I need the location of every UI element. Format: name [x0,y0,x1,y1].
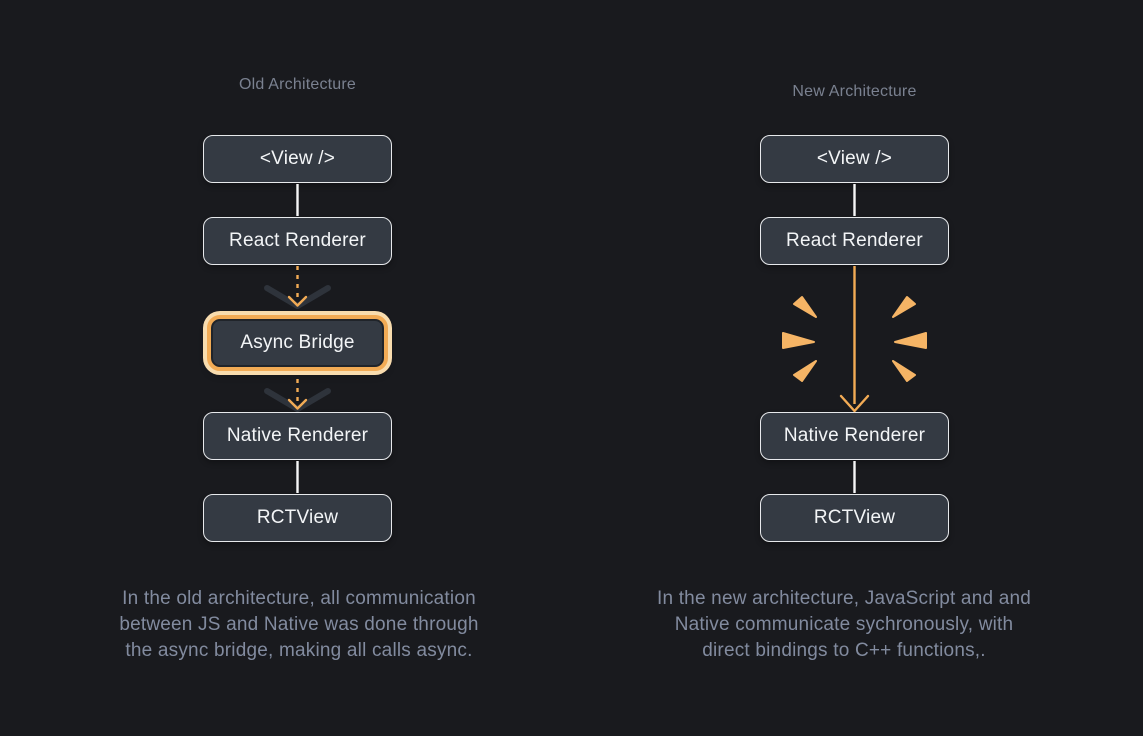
new-node-native-renderer-label: Native Renderer [783,425,926,446]
old-node-native-renderer: Native Renderer [203,412,392,460]
spark-burst-left-icon [782,296,817,382]
arrowhead-icon [287,295,308,307]
spark-burst-right-icon [892,296,927,382]
caption-line: the async bridge, making all calls async… [125,640,473,661]
new-node-rctview-label: RCTView [813,507,896,528]
old-node-native-renderer-label: Native Renderer [226,425,369,446]
caption-line: direct bindings to C++ functions,. [702,640,986,661]
caption-line: In the old architecture, all communicati… [122,588,476,609]
old-node-view-label: <View /> [259,148,336,169]
old-architecture-caption: In the old architecture, all communicati… [79,586,519,664]
async-arrow-bridge-to-native [264,379,331,412]
old-architecture-title: Old Architecture [238,76,357,93]
arrowhead-icon [287,398,308,410]
new-node-view: <View /> [760,135,949,183]
new-node-react-renderer: React Renderer [760,217,949,265]
new-node-rctview: RCTView [760,494,949,542]
old-node-rctview-label: RCTView [256,507,339,528]
new-node-react-renderer-label: React Renderer [786,230,923,251]
old-node-react-renderer-label: React Renderer [229,230,366,251]
new-architecture-caption: In the new architecture, JavaScript and … [624,586,1064,664]
async-arrow-react-to-bridge [264,266,331,309]
caption-line: Native communicate sychronously, with [674,614,1014,635]
old-node-async-bridge: Async Bridge [207,315,388,371]
dark-chevron-icon [264,388,331,412]
arrowhead-icon [839,394,870,413]
old-node-react-renderer: React Renderer [203,217,392,265]
dark-chevron-icon [264,285,331,309]
old-node-async-bridge-label: Async Bridge [240,332,355,353]
old-architecture-column: Old Architecture <View /> React Renderer… [203,0,392,736]
caption-line: In the new architecture, JavaScript and … [656,588,1032,609]
old-node-view: <View /> [203,135,392,183]
old-node-rctview: RCTView [203,494,392,542]
new-architecture-title: New Architecture [792,83,917,100]
new-node-view-label: <View /> [816,148,893,169]
new-node-native-renderer: Native Renderer [760,412,949,460]
caption-line: between JS and Native was done through [119,614,479,635]
new-architecture-column: New Architecture <View /> React Renderer… [760,0,949,736]
sync-arrow-react-to-native [839,266,870,413]
